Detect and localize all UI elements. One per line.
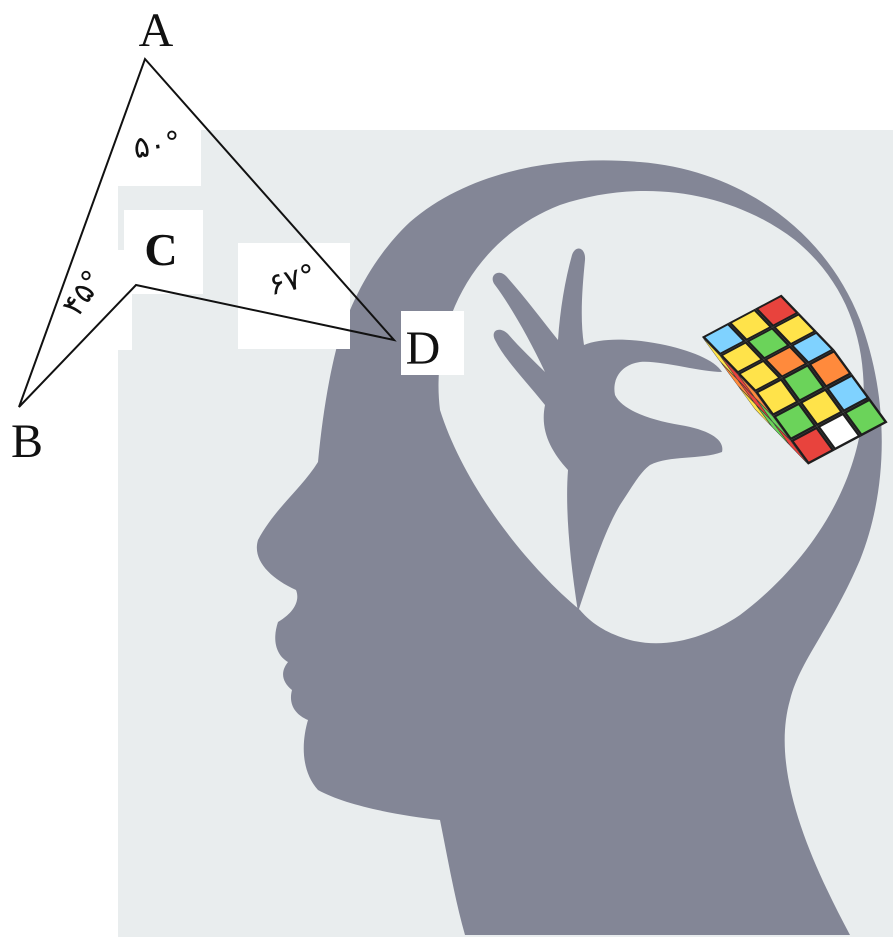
hand-silhouette bbox=[492, 248, 723, 612]
cube-sticker bbox=[740, 362, 778, 390]
cube-sticker bbox=[802, 391, 840, 424]
cube-sticker bbox=[811, 352, 849, 385]
cube-sticker bbox=[757, 401, 788, 438]
cube-sticker bbox=[793, 333, 831, 362]
label-backing-angle-a bbox=[118, 128, 201, 186]
mind-window bbox=[438, 190, 864, 644]
cube-sticker bbox=[704, 340, 735, 377]
cube-sticker bbox=[749, 329, 787, 357]
cube-sticker bbox=[758, 380, 796, 414]
angle-label-b: ۴۵° bbox=[56, 264, 112, 323]
label-backing-angle-d bbox=[238, 243, 350, 349]
cube-sticker bbox=[829, 377, 867, 410]
cube-sticker bbox=[740, 382, 770, 419]
cube-sticker bbox=[757, 407, 788, 443]
point-label-a: A bbox=[139, 4, 174, 57]
cube-sticker bbox=[767, 348, 805, 376]
label-backing-c bbox=[124, 210, 203, 294]
cube-sticker bbox=[722, 358, 753, 395]
cube-sticker bbox=[846, 401, 885, 434]
cube-sticker bbox=[785, 366, 823, 400]
cube-sticker bbox=[820, 415, 858, 448]
point-label-b: B bbox=[11, 415, 43, 468]
cube-sticker bbox=[793, 429, 832, 462]
cube-sticker bbox=[705, 325, 743, 353]
cube-sticker bbox=[775, 425, 806, 462]
cube-sticker bbox=[731, 311, 770, 339]
rubiks-cube bbox=[701, 294, 888, 465]
cube-sticker bbox=[758, 297, 796, 325]
quadrilateral-abcd bbox=[18, 57, 397, 408]
cube-sticker bbox=[776, 315, 814, 343]
cube-sticker bbox=[740, 388, 770, 425]
cube-sticker bbox=[740, 377, 770, 413]
label-backing-d bbox=[401, 311, 464, 375]
cube-sticker bbox=[722, 364, 753, 401]
cube-sticker bbox=[776, 405, 814, 438]
cube-sticker bbox=[723, 343, 761, 372]
point-label-c: C bbox=[144, 224, 177, 275]
angle-label-a: ۵۰° bbox=[131, 125, 183, 166]
point-label-d: D bbox=[406, 322, 441, 375]
label-backing-angle-b bbox=[118, 250, 132, 350]
